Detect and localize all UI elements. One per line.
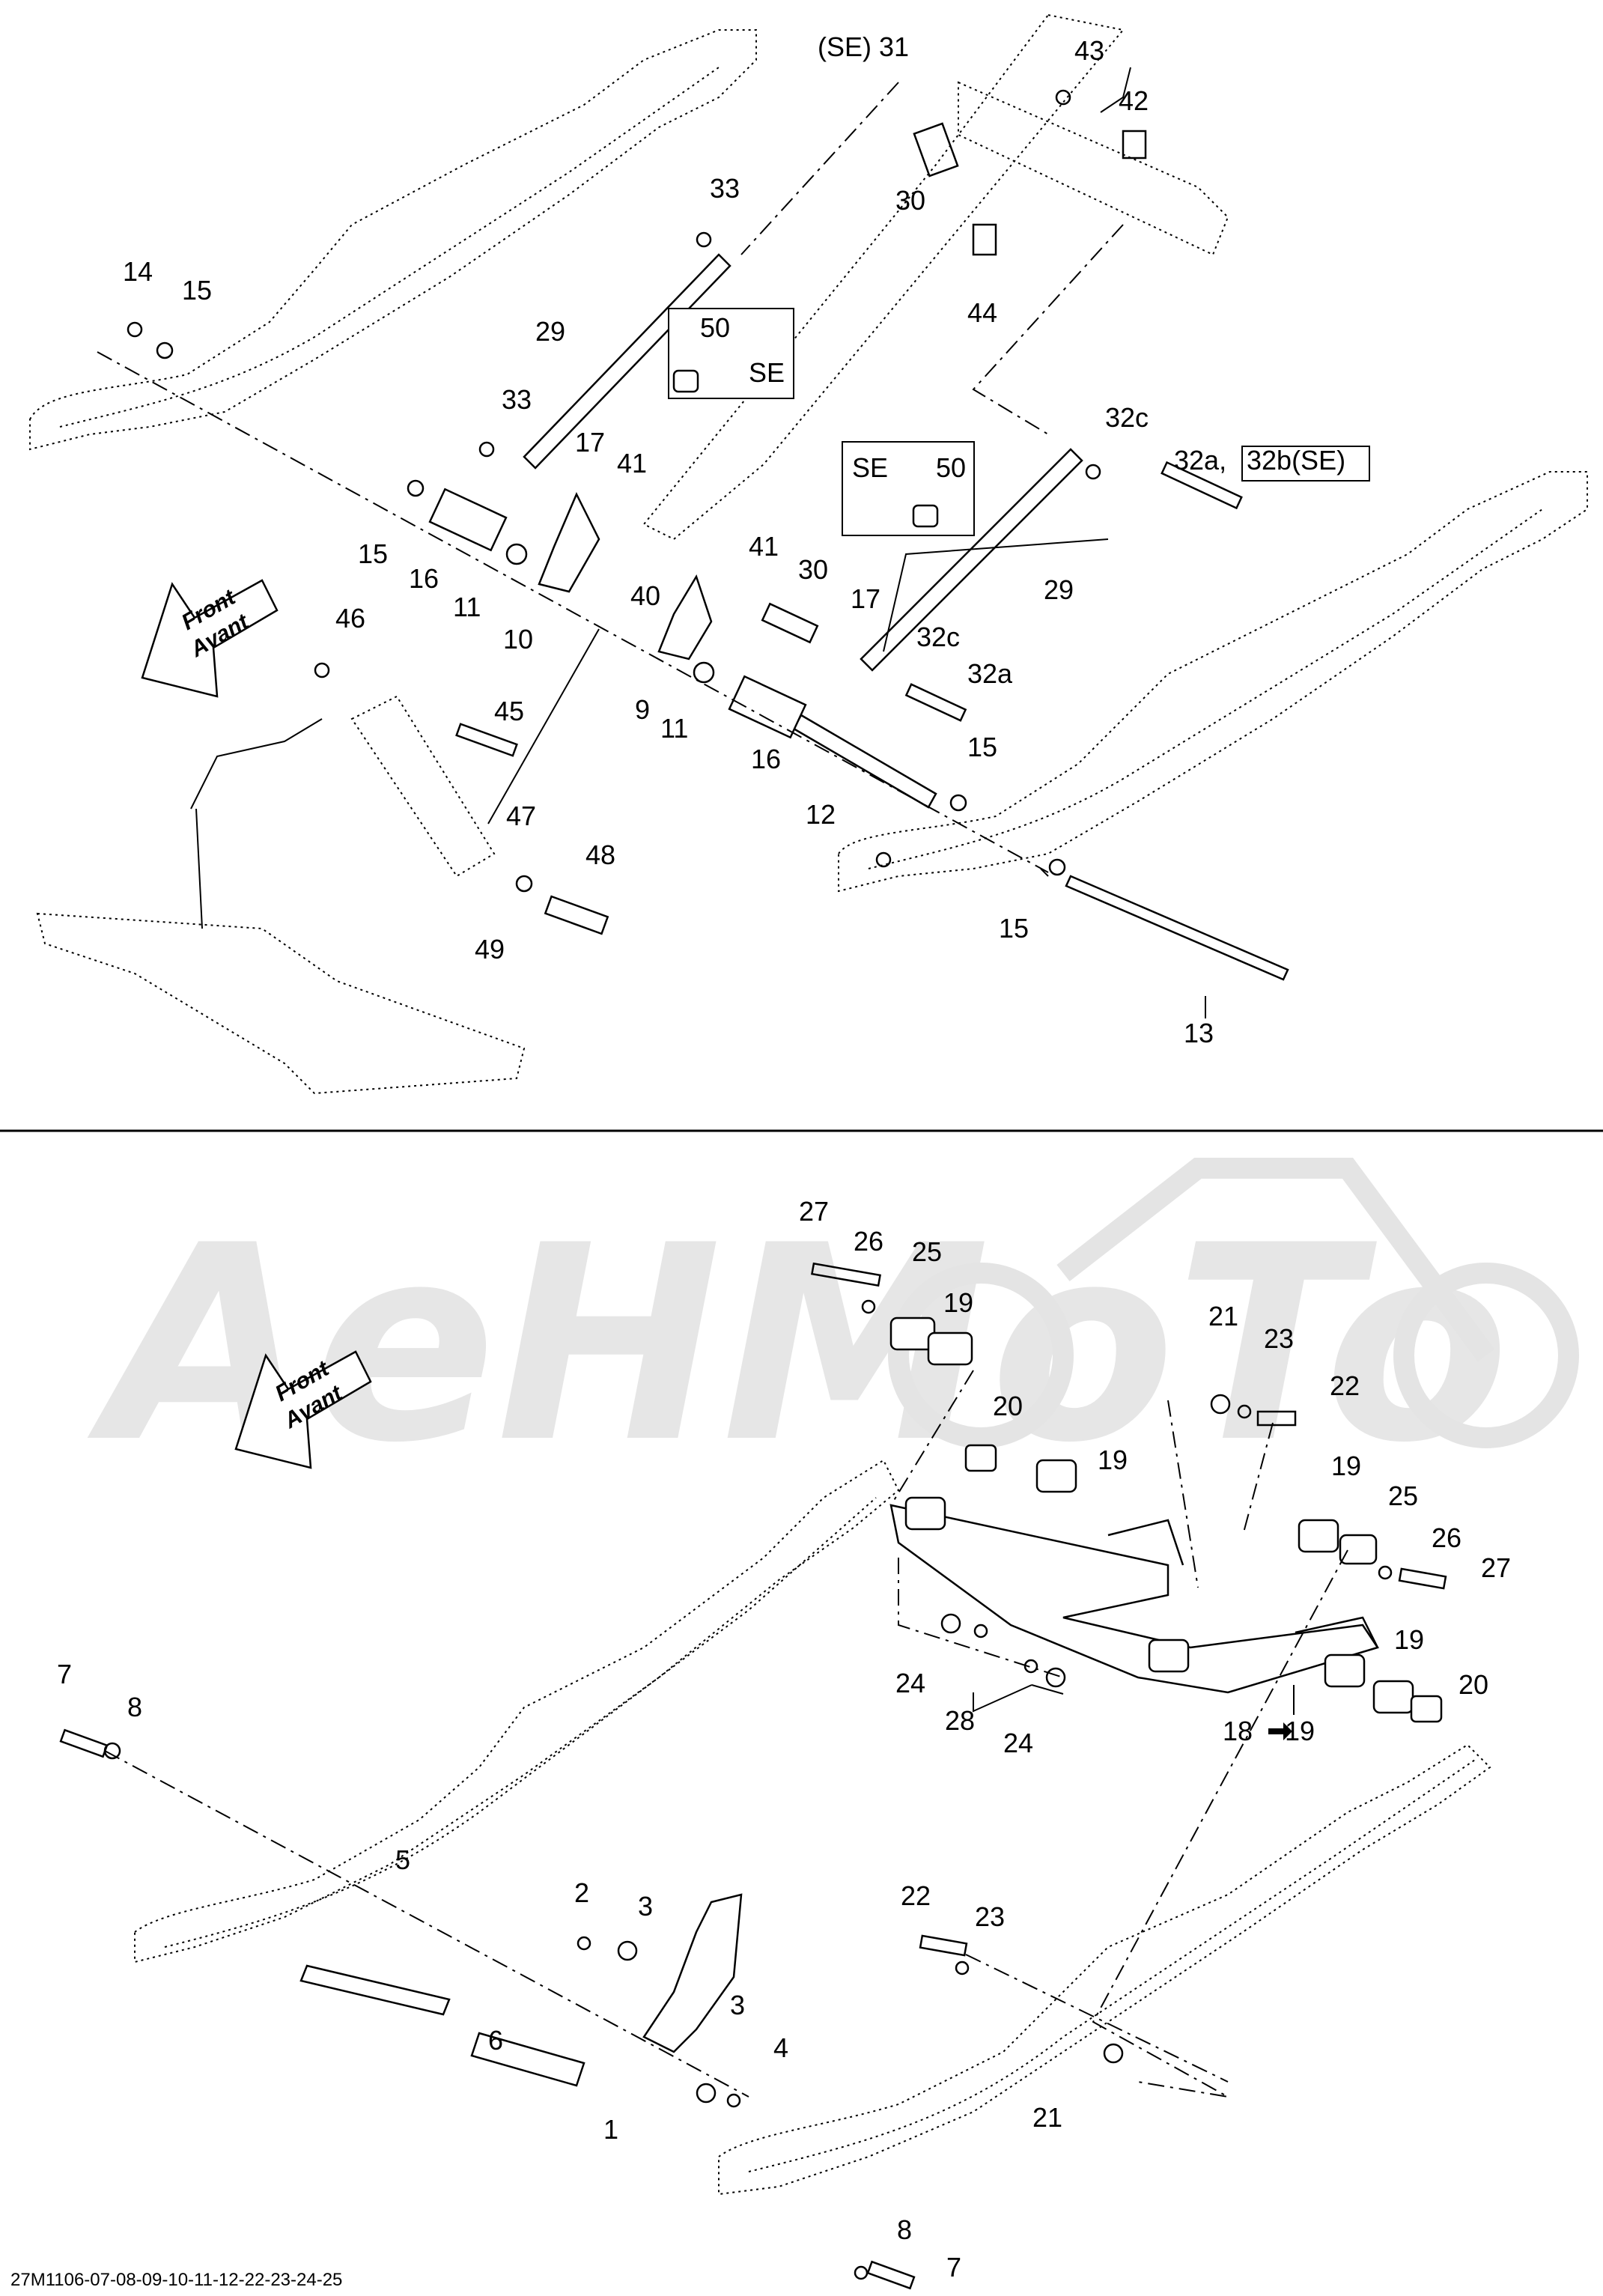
- part-label: 42: [1119, 85, 1149, 116]
- part-label: 33: [502, 384, 532, 415]
- front-direction-arrow: Front Avant: [141, 579, 279, 698]
- part-label: 19: [1394, 1624, 1424, 1655]
- part-label: 9: [635, 694, 650, 725]
- part-label: 8: [127, 1692, 142, 1722]
- part-label: 22: [901, 1880, 931, 1911]
- se-box-upper-number: 50: [700, 312, 730, 343]
- part-label: 16: [751, 744, 781, 774]
- part-label: 32c: [916, 622, 960, 652]
- part-label: 10: [503, 624, 533, 655]
- part-label: 20: [1458, 1669, 1488, 1700]
- part-label: 19: [1285, 1716, 1315, 1746]
- part-label: 30: [798, 554, 828, 585]
- part-label: 27: [799, 1196, 829, 1227]
- part-label: 43: [1074, 35, 1104, 66]
- part-label: 21: [1032, 2102, 1062, 2133]
- part-label: 41: [749, 531, 779, 562]
- part-label: 48: [585, 839, 615, 870]
- part-label: 7: [946, 2252, 961, 2283]
- part-label: 7: [57, 1659, 72, 1689]
- part-label: 29: [535, 316, 565, 347]
- part-label: 44: [967, 297, 997, 328]
- part-label: 22: [1330, 1370, 1360, 1401]
- part-label: 20: [993, 1391, 1023, 1421]
- part-label: 26: [1432, 1522, 1461, 1553]
- part-label: (SE) 31: [818, 31, 909, 62]
- part-label: 3: [638, 1891, 653, 1922]
- part-label: 25: [912, 1236, 942, 1267]
- part-label: 24: [895, 1668, 925, 1698]
- part-label: 23: [975, 1901, 1005, 1932]
- part-label: 2: [574, 1877, 589, 1908]
- part-label: 30: [895, 185, 925, 216]
- part-label: 17: [575, 427, 605, 458]
- part-label: 14: [123, 256, 153, 287]
- drawing-code: 27M1106-07-08-09-10-11-12-22-23-24-25: [10, 2270, 342, 2290]
- part-label: 11: [453, 592, 481, 622]
- part-label: 32b(SE): [1247, 445, 1345, 476]
- part-label: 1: [603, 2114, 618, 2145]
- part-label: 19: [1331, 1451, 1361, 1481]
- se-box-lower-number: 50: [936, 452, 966, 483]
- part-label: 45: [494, 696, 524, 726]
- part-label: 15: [182, 275, 212, 306]
- part-label: 32a,: [1174, 445, 1226, 476]
- part-label: 32c: [1105, 402, 1149, 433]
- part-label: 24: [1003, 1728, 1033, 1758]
- part-label: 26: [854, 1226, 883, 1257]
- part-label: 11: [660, 713, 688, 744]
- part-label: 47: [506, 801, 536, 831]
- part-label: 16: [409, 563, 439, 594]
- se-box-lower-tag: SE: [852, 452, 888, 483]
- part-label: 29: [1044, 574, 1074, 605]
- se-box-upper: 50 SE: [668, 308, 794, 399]
- part-label: 25: [1388, 1480, 1418, 1511]
- part-label: 3: [730, 1990, 745, 2020]
- se-box-lower: SE 50: [842, 441, 975, 536]
- part-label: 23: [1264, 1323, 1294, 1354]
- part-label: 4: [773, 2032, 788, 2063]
- arrow-right-icon: [1268, 1722, 1292, 1740]
- part-label: 5: [395, 1844, 410, 1875]
- watermark-text: AeHMoTo: [84, 1188, 1509, 1501]
- part-label: 41: [617, 448, 647, 479]
- part-label: 40: [630, 580, 660, 611]
- part-label: 15: [967, 732, 997, 762]
- se-box-upper-tag: SE: [749, 357, 785, 388]
- part-label: 15: [999, 913, 1029, 944]
- part-label: 28: [945, 1705, 975, 1736]
- part-label: 19: [943, 1287, 973, 1318]
- part-label: 6: [488, 2025, 503, 2056]
- part-label: 32a: [967, 658, 1013, 689]
- part-label: 49: [475, 934, 505, 965]
- part-label: 46: [335, 603, 365, 634]
- part-label: 8: [897, 2214, 912, 2245]
- part-label: 27: [1481, 1552, 1511, 1583]
- top-assembly: Front Avant 50 SE SE 50 (SE) 31 43 42 33…: [29, 13, 1588, 1095]
- part-label: 18: [1223, 1716, 1253, 1746]
- part-label: 12: [806, 799, 836, 830]
- part-label: 33: [710, 173, 740, 204]
- part-label: 21: [1208, 1301, 1238, 1331]
- part-label: 19: [1098, 1445, 1128, 1475]
- part-label: 15: [358, 538, 388, 569]
- watermark-motorcycle-icon: [888, 1158, 1579, 1448]
- part-label: 13: [1184, 1018, 1214, 1048]
- part-label: 17: [851, 583, 880, 614]
